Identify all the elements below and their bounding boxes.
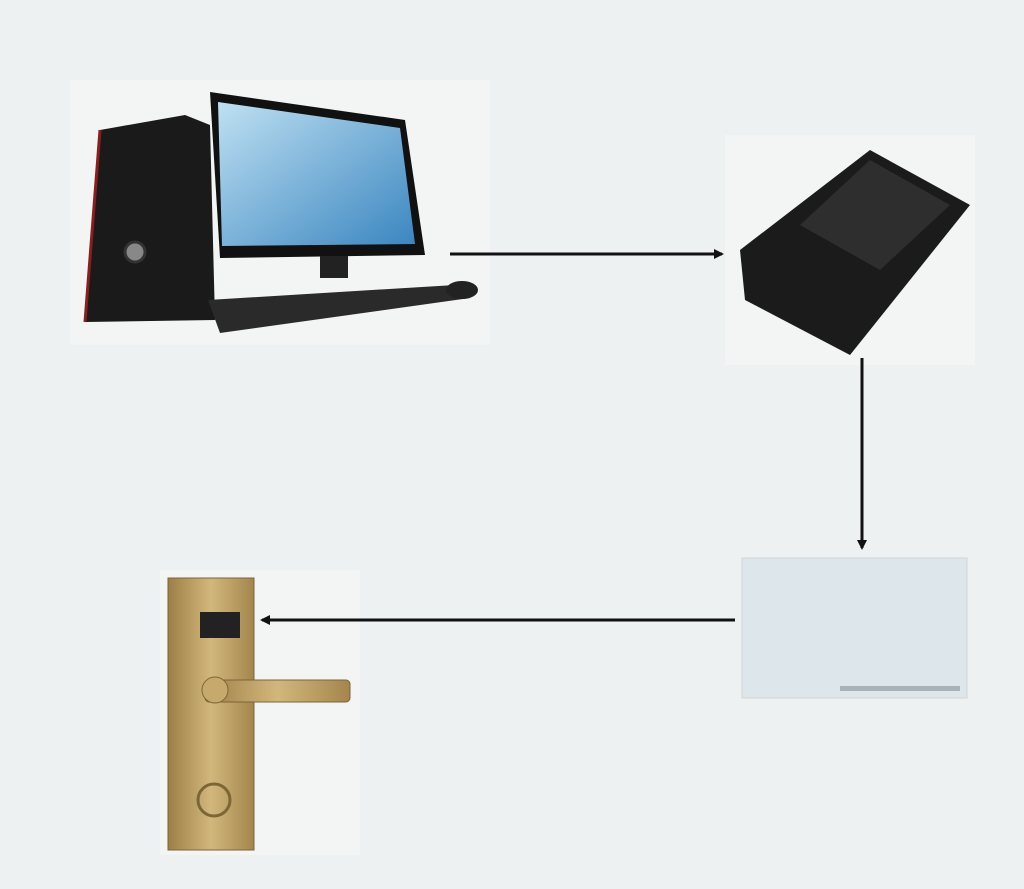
rfid-card-icon (741, 557, 968, 699)
desktop-computer-icon (70, 80, 490, 345)
door-lock-icon (160, 570, 360, 855)
card-reader-icon (725, 135, 975, 365)
